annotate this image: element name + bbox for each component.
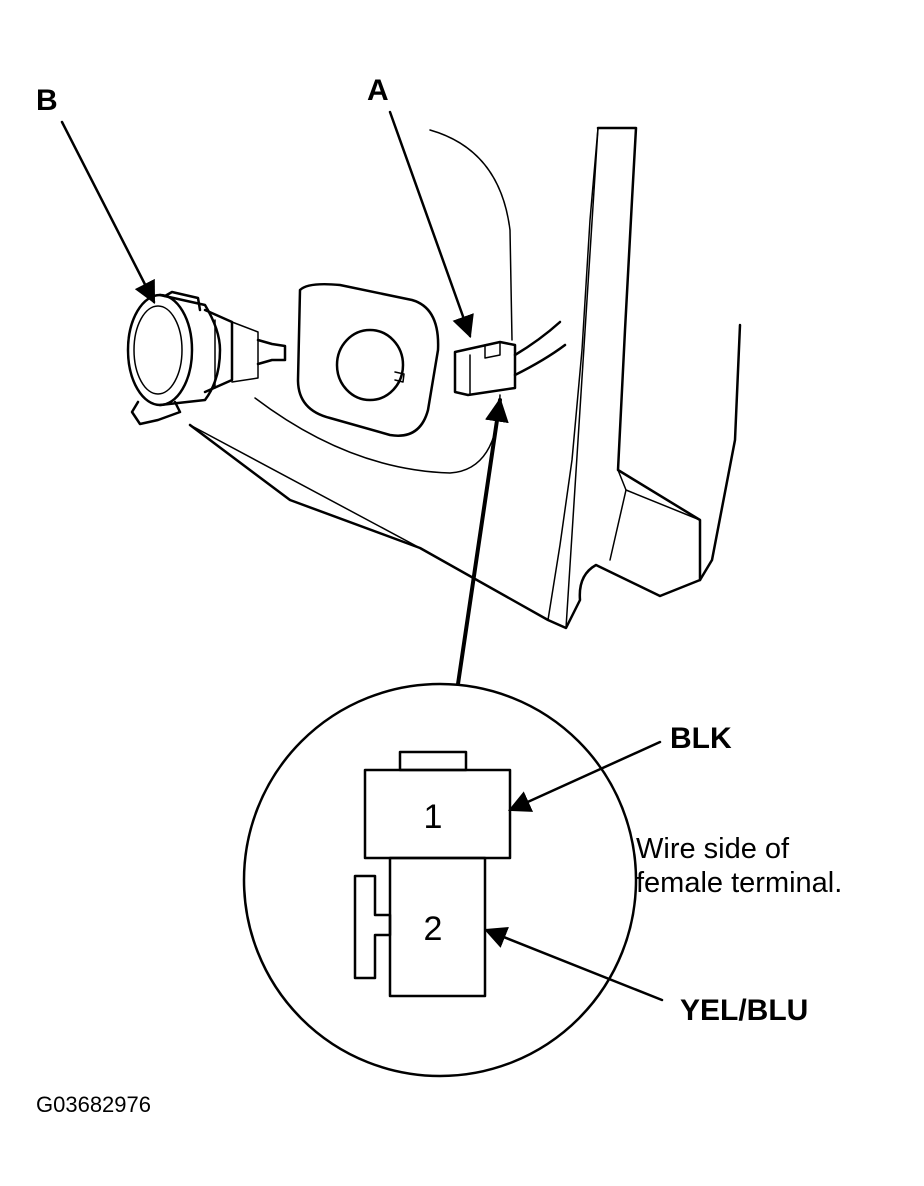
wire-yel-blu-label: YEL/BLU bbox=[680, 994, 808, 1027]
callout-b-arrow bbox=[60, 120, 156, 305]
yel-blu-wire-arrow bbox=[483, 927, 664, 1002]
detail-pointer-arrow bbox=[456, 397, 509, 686]
terminal-2-label: 2 bbox=[424, 910, 443, 948]
power-socket-b bbox=[126, 290, 287, 426]
terminal-1-label: 1 bbox=[424, 798, 443, 836]
terminal-detail-view: 1 2 bbox=[242, 682, 638, 1078]
figure-id: G03682976 bbox=[36, 1092, 151, 1117]
socket-opening bbox=[296, 282, 440, 437]
note-line-2: female terminal. bbox=[636, 867, 842, 899]
connector-a bbox=[453, 320, 567, 397]
blk-wire-arrow bbox=[507, 740, 662, 812]
terminal-1-tab bbox=[398, 750, 468, 772]
terminal-2-latch bbox=[353, 874, 392, 980]
callout-b-label: B bbox=[36, 84, 58, 117]
dashboard-panel bbox=[188, 126, 742, 630]
note-line-1: Wire side of bbox=[636, 833, 790, 865]
callout-a-label: A bbox=[367, 74, 389, 107]
callout-a-arrow bbox=[388, 110, 474, 339]
wire-blk-label: BLK bbox=[670, 722, 732, 755]
